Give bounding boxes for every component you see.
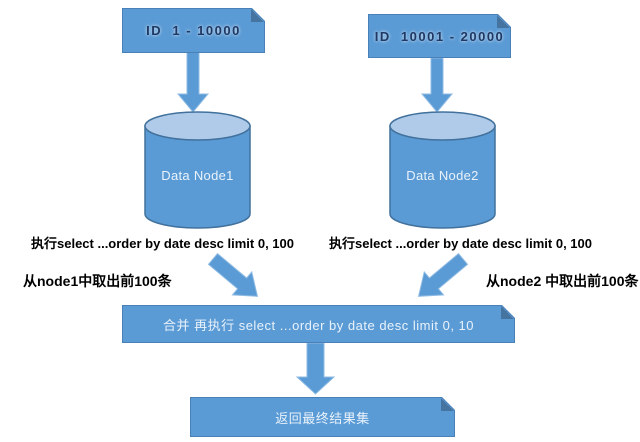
result-box-fill xyxy=(191,398,454,436)
id-range-box-1-fill xyxy=(123,9,264,52)
id-range-box-2: ID 10001 - 20000 xyxy=(368,14,511,58)
merge-box-fill xyxy=(123,306,514,342)
result-box-fold xyxy=(441,398,454,411)
merge-box: 合并 再执行 select ...order by date desc limi… xyxy=(122,305,515,343)
sql-annotation-right: 执行select ...order by date desc limit 0, … xyxy=(329,236,592,251)
diagonal-arrow-node2-to-merge xyxy=(417,252,469,297)
id-range-box-2-label: ID 10001 - 20000 xyxy=(374,28,505,44)
data-node1-cylinder-body xyxy=(144,125,251,229)
data-node1-cylinder-top xyxy=(144,111,251,141)
result-box-label: 返回最终结果集 xyxy=(275,410,370,426)
data-node2-cylinder-top xyxy=(389,111,496,141)
data-node1-label: Data Node1 xyxy=(161,168,234,183)
id-range-box-1-fold xyxy=(251,9,264,22)
result-box: 返回最终结果集 xyxy=(190,397,455,437)
id-range-box-2-fold xyxy=(497,15,510,28)
down-arrow-node2 xyxy=(420,57,454,113)
fetch-annotation-node2: 从node2 中取出前100条 xyxy=(486,273,639,289)
fetch-annotation-node1: 从node1中取出前100条 xyxy=(23,273,172,289)
merge-box-fold xyxy=(501,306,514,319)
merge-box-label: 合并 再执行 select ...order by date desc limi… xyxy=(162,317,475,333)
id-range-box-1-label: ID 1 - 10000 xyxy=(146,23,241,38)
sql-annotation-left: 执行select ...order by date desc limit 0, … xyxy=(31,236,294,251)
down-arrow-node1 xyxy=(176,51,210,113)
diagonal-arrow-node1-to-merge xyxy=(207,252,259,297)
down-arrow-merge-to-result xyxy=(295,342,336,395)
id-range-box-2-fill xyxy=(369,15,510,57)
id-range-box-1: ID 1 - 10000 xyxy=(122,8,265,53)
data-node2-cylinder-body xyxy=(389,125,496,229)
data-node2-label: Data Node2 xyxy=(406,168,479,183)
